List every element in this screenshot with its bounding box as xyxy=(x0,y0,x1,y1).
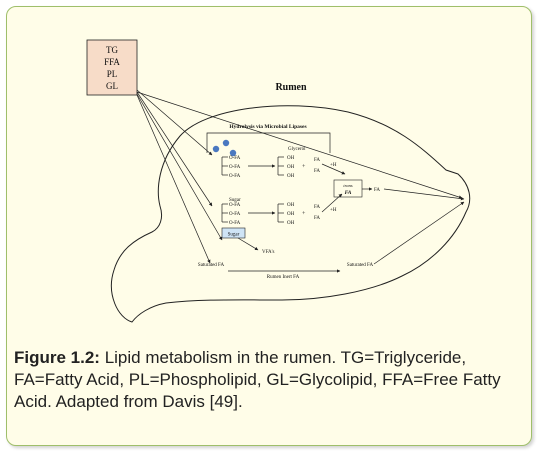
input-arrows xyxy=(136,89,463,264)
plus-h-2: +H xyxy=(330,208,337,213)
input-ffa: FFA xyxy=(104,57,120,67)
o-fa-1: O-FA xyxy=(229,156,241,161)
plus-2: + xyxy=(302,211,306,217)
o-fa-2: O-FA xyxy=(229,165,241,170)
rumen-inert-fa-label: Rumen Inert FA xyxy=(267,275,300,280)
vfa-label: VFA's xyxy=(262,250,275,255)
sugar-box xyxy=(221,227,246,239)
oh-1: OH xyxy=(287,156,295,161)
sugar-box-label: Sugar xyxy=(228,233,240,238)
o-fa-4: O-FA xyxy=(229,203,241,208)
oh-4: OH xyxy=(287,203,295,208)
input-pl: PL xyxy=(107,69,118,79)
trans-fa-box xyxy=(333,179,363,198)
fa-2b: FA xyxy=(314,216,320,221)
trans-fa-line1: trans xyxy=(343,183,353,188)
saturated-fa-left: Saturated FA xyxy=(198,263,225,268)
input-tg: TG xyxy=(106,45,118,55)
o-fa-6: O-FA xyxy=(229,221,241,226)
oh-3: OH xyxy=(287,174,295,179)
caption-text: Lipid metabolism in the rumen. TG=Trigly… xyxy=(14,348,501,411)
figure-caption: Figure 1.2: Lipid metabolism in the rume… xyxy=(14,347,522,413)
hydrolysis-label: Hydrolysis via Microbial Lipases xyxy=(229,124,306,130)
microbe-bubble xyxy=(222,139,230,147)
input-gl: GL xyxy=(106,81,118,91)
o-fa-3: O-FA xyxy=(229,174,241,179)
caption-label: Figure 1.2: xyxy=(14,348,100,367)
rumen-label: Rumen xyxy=(275,82,307,93)
fa-2a: FA xyxy=(314,205,320,210)
rumen-outline xyxy=(110,105,471,323)
fa-1a: FA xyxy=(314,158,320,163)
microbe-bubble xyxy=(212,145,220,153)
fa-1b: FA xyxy=(314,169,320,174)
microbe-bubble xyxy=(229,149,237,157)
plus-1: + xyxy=(302,164,306,170)
o-fa-5: O-FA xyxy=(229,212,241,217)
plus-h-1: +H xyxy=(330,163,337,168)
glycerol-label: Glycerol xyxy=(288,147,306,152)
hydrolysis-bracket xyxy=(206,132,331,153)
input-lipid-box xyxy=(86,39,138,96)
arrow-fa-label: FA xyxy=(374,188,380,193)
oh-2: OH xyxy=(287,165,295,170)
saturated-fa-right: Saturated FA xyxy=(347,263,374,268)
oh-6: OH xyxy=(287,221,295,226)
oh-5: OH xyxy=(287,212,295,217)
sugar-label: Sugar xyxy=(229,198,241,203)
trans-fa-line2: FA xyxy=(345,190,352,196)
